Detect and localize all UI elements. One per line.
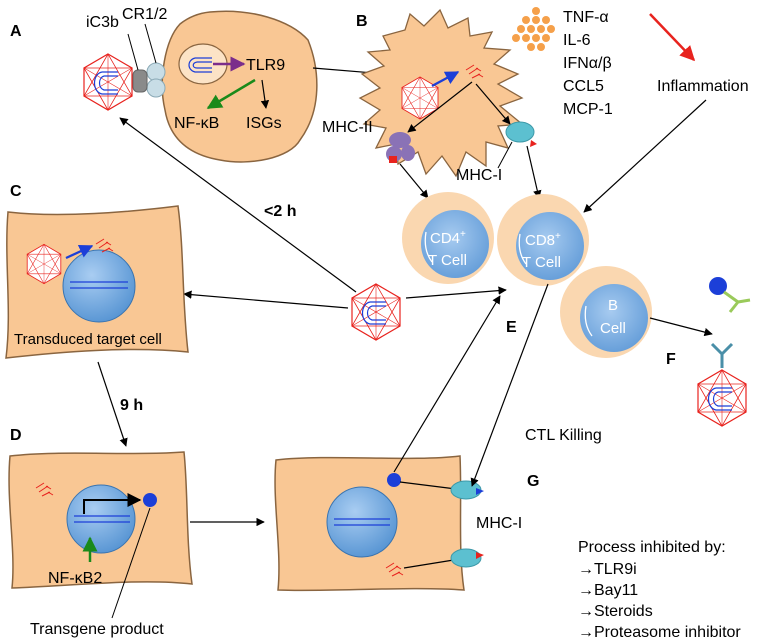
b-cell-label-cell: Cell [600,320,626,337]
panel-f-letter: F [666,351,676,368]
isgs-arrow [260,79,270,109]
arrow-inflammation-to-cd8 [583,99,707,213]
cytokine-item: IFNα/β [563,55,612,72]
inflammation-label: Inflammation [657,78,749,95]
cd8-label: CD8+ [525,231,561,249]
antibody-on-virus-icon [698,342,746,426]
cd4-tcell-label: T Cell [428,252,467,269]
panel-a-cell [161,10,318,163]
presenting-transgene-icon [387,473,401,487]
ctl-killing-arrow [470,283,549,487]
arrow-transgene-to-cd8 [393,295,501,473]
cytokine-item: CCL5 [563,78,604,95]
ic3b-icon [132,69,148,93]
mhc1-molecule-top-icon [505,121,537,147]
arrow-to-mhc1 [475,83,511,125]
antibody-with-antigen-icon [709,277,751,313]
panel-a-virus-icon [84,54,132,110]
presenting-cell-dna [334,518,390,526]
transgene-product-icon [143,493,157,507]
panel-c-letter: C [10,183,22,200]
cd4-label: CD4+ [430,229,466,247]
mhc1-bottom-label: MHC-I [476,515,522,532]
mhc1-molecule-lower-icon [450,548,484,568]
mhc2-label: MHC-II [322,119,373,136]
panel-d-dna [74,515,130,523]
panel-a-letter: A [10,23,22,40]
nfkb-arrow [206,78,256,110]
arrow-mhc1-to-cd8 [526,145,542,199]
panel-b-dendritic-cell [358,8,524,178]
legend-item-proteasome: →Proteasome inhibitor [578,624,741,641]
panel-a-endosome-dna [188,57,212,73]
b-cell: B Cell [560,266,652,358]
cr12-label: CR1/2 [122,6,167,23]
cytokine-item: IL-6 [563,32,591,49]
cr12-receptor-icon [146,62,166,98]
isgs-label: ISGs [246,115,282,132]
cytokine-item: MCP-1 [563,101,613,118]
panel-c-proteasome-arrow [65,244,94,260]
panel-d-nucleus [66,484,136,554]
transgene-label: Transgene product [30,621,164,638]
transduced-label: Transduced target cell [14,331,162,348]
ic3b-pointer [127,33,139,71]
panel-b-letter: B [356,13,368,30]
arrow-virus-to-cd8 [405,286,507,299]
transgene-pointer [111,507,151,619]
central-virus-icon [352,284,400,340]
cytokine-item: TNF-α [563,9,609,26]
panel-g-letter: G [527,473,539,490]
arrow-mhc2-to-cd4 [399,163,429,199]
arrow-b-to-antibody [649,317,713,337]
ctl-label: CTL Killing [525,427,602,444]
panel-e-letter: E [506,319,517,336]
panel-d-transcription-arrow [83,493,142,514]
legend: Process inhibited by: →TLR9i →Bay11 →Ste… [578,539,741,641]
mhc1-molecule-upper-icon [450,480,484,500]
cytokine-dots-icon [512,7,555,51]
inflammation-arrow [649,13,696,62]
lt2h-label: <2 h [264,203,296,220]
legend-item-tlr9i: →TLR9i [578,561,637,578]
nine-h-label: 9 h [120,397,143,414]
panel-c-nucleus [62,249,136,323]
mhc1-top-label: MHC-I [456,167,502,184]
ic3b-label: iC3b [86,14,119,31]
arrow-virus-to-c [183,290,349,309]
nfkb2-label: NF-κB2 [48,570,102,587]
tlr9-label: TLR9 [246,57,285,74]
panel-c-dna [70,281,128,289]
cr12-pointer [144,23,157,64]
legend-title: Process inhibited by: [578,539,726,556]
presenting-cell-nucleus [326,486,398,558]
mhc2-molecule-icon [386,132,415,163]
arrow-to-mhc2 [407,81,473,133]
mhc1-top-pointer [497,141,513,169]
arrow-virus-to-a [119,117,357,293]
nfkb-label: NF-κB [174,115,219,132]
panel-b-proteasome-arrow [431,70,460,88]
legend-item-bay11: →Bay11 [578,582,638,599]
arrow-c-to-d [97,361,128,447]
panel-d-letter: D [10,427,22,444]
cd8-t-cell: CD8+ T Cell [497,194,589,286]
legend-item-steroids: →Steroids [578,603,653,620]
cytokine-list: TNF-α IL-6 IFNα/β CCL5 MCP-1 [563,9,613,118]
cd8-tcell-label: T Cell [522,254,561,271]
b-cell-label-b: B [608,297,618,314]
cd4-t-cell: CD4+ T Cell [402,192,494,284]
